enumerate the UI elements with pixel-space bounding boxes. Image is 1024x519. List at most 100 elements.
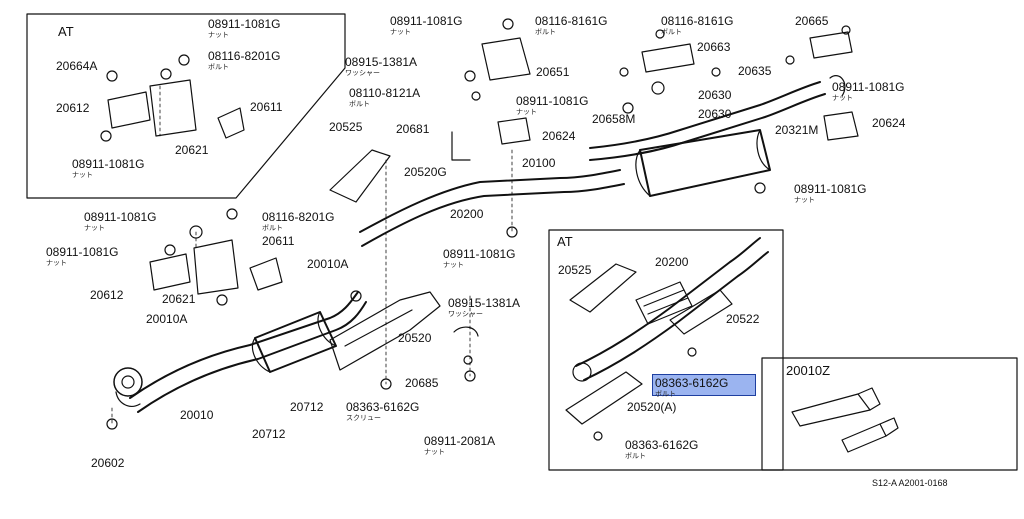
part-label-20525[interactable]: 20525 <box>329 120 363 134</box>
bracket-20663 <box>641 43 695 73</box>
heat-shield-20525 <box>329 149 391 203</box>
part-label-20624[interactable]: 20624 <box>542 129 576 143</box>
part-label-20602[interactable]: 20602 <box>91 456 125 470</box>
part-label-08911-1081g[interactable]: 08911-1081G <box>390 14 463 28</box>
part-label-note: ナット <box>390 28 411 36</box>
part-label-20630[interactable]: 20630 <box>698 88 732 102</box>
part-label-note: ボルト <box>535 28 556 36</box>
kit-tube <box>791 393 871 427</box>
intermediate-pipe <box>359 169 621 233</box>
inset-heat-shield-20520a <box>565 371 643 425</box>
part-label-20630[interactable]: 20630 <box>698 107 732 121</box>
part-label-20520[interactable]: 20520 <box>398 331 432 345</box>
part-label-08915-1381a[interactable]: 08915-1381A <box>345 55 418 69</box>
part-label-note: ボルト <box>655 390 676 398</box>
part-label-note: ナット <box>443 261 464 269</box>
part-label-20200[interactable]: 20200 <box>450 207 484 221</box>
part-label-20658m[interactable]: 20658M <box>592 112 636 126</box>
part-label-08116-8201g[interactable]: 08116-8201G <box>208 49 281 63</box>
kit-box-frame <box>761 357 1018 471</box>
part-label-20611[interactable]: 20611 <box>262 234 295 248</box>
part-label-note: ボルト <box>262 224 283 232</box>
part-label-20663[interactable]: 20663 <box>697 40 731 54</box>
part-label-20100[interactable]: 20100 <box>522 156 556 170</box>
part-label-20010a[interactable]: 20010A <box>307 257 349 271</box>
part-label-08911-2081a[interactable]: 08911-2081A <box>424 434 496 448</box>
part-label-08110-8121a[interactable]: 08110-8121A <box>349 86 421 100</box>
part-label-08363-6162g[interactable]: 08363-6162G <box>625 438 699 452</box>
part-label-note: ナット <box>832 94 853 102</box>
part-label-08911-1081g[interactable]: 08911-1081G <box>208 17 281 31</box>
part-label-08911-1081g[interactable]: 08911-1081G <box>84 210 157 224</box>
bracket-20611-main <box>249 257 283 291</box>
part-label-20664a[interactable]: 20664A <box>56 59 98 73</box>
part-label-20010[interactable]: 20010 <box>180 408 214 422</box>
part-label-20624[interactable]: 20624 <box>872 116 906 130</box>
tailpipe <box>589 81 821 149</box>
part-label-20712[interactable]: 20712 <box>290 400 324 414</box>
part-label-08915-1381a[interactable]: 08915-1381A <box>448 296 521 310</box>
part-label-20681[interactable]: 20681 <box>396 122 430 136</box>
part-label-note: ボルト <box>208 63 229 71</box>
part-label-note: ナット <box>72 171 93 179</box>
part-label-20612[interactable]: 20612 <box>56 101 90 115</box>
part-label-20525[interactable]: 20525 <box>558 263 592 277</box>
at-inset-frame <box>26 13 346 199</box>
part-label-20665[interactable]: 20665 <box>795 14 829 28</box>
part-label-08911-1081g[interactable]: 08911-1081G <box>443 247 516 261</box>
bracket-20611-top <box>217 107 245 139</box>
bracket-20665 <box>809 31 853 59</box>
part-label-20651[interactable]: 20651 <box>536 65 570 79</box>
manifold-flange <box>113 367 143 397</box>
mount-20612-main <box>149 253 191 291</box>
part-label-20520g[interactable]: 20520G <box>404 165 447 179</box>
bracket-20651 <box>481 37 531 81</box>
part-label-note: ナット <box>46 259 67 267</box>
part-label-note: ワッシャー <box>448 310 483 318</box>
part-label-note: ワッシャー <box>345 69 380 77</box>
part-label-note: ナット <box>794 196 815 204</box>
part-label-note: ナット <box>84 224 105 232</box>
inset-flex-joint <box>635 281 693 325</box>
part-label-20520-a-[interactable]: 20520(A) <box>627 400 677 414</box>
front-pipe <box>129 291 359 399</box>
part-label-08363-6162g[interactable]: 08363-6162G <box>346 400 420 414</box>
part-label-20522[interactable]: 20522 <box>726 312 760 326</box>
part-label-08911-1081g[interactable]: 08911-1081G <box>516 94 589 108</box>
at-inset-title: AT <box>58 24 74 39</box>
kit-box-title: 20010Z <box>786 363 831 378</box>
at-inset-bottom-frame <box>548 229 784 471</box>
part-label-20712[interactable]: 20712 <box>252 427 286 441</box>
part-label-20621[interactable]: 20621 <box>175 143 209 157</box>
highlighted-part-label[interactable] <box>652 374 756 396</box>
part-label-20621[interactable]: 20621 <box>162 292 196 306</box>
muffler-body <box>639 129 771 197</box>
part-label-08116-8161g[interactable]: 08116-8161G <box>661 14 734 28</box>
part-label-20200[interactable]: 20200 <box>655 255 689 269</box>
part-label-note: スクリュー <box>346 414 381 422</box>
part-label-20612[interactable]: 20612 <box>90 288 124 302</box>
heat-shield-20520 <box>329 291 441 371</box>
part-label-20010a[interactable]: 20010A <box>146 312 188 326</box>
part-label-08116-8161g[interactable]: 08116-8161G <box>535 14 608 28</box>
inset-heat-shield-20522 <box>669 289 733 335</box>
part-label-20611[interactable]: 20611 <box>250 100 283 114</box>
part-label-note: ボルト <box>661 28 682 36</box>
part-label-08911-1081g[interactable]: 08911-1081G <box>832 80 905 94</box>
catalytic-converter <box>254 311 337 373</box>
part-label-08911-1081g[interactable]: 08911-1081G <box>794 182 867 196</box>
part-label-20635[interactable]: 20635 <box>738 64 772 78</box>
part-label-note: ボルト <box>625 452 646 460</box>
mount-20621-top <box>149 79 197 137</box>
mount-20621-main <box>193 239 239 295</box>
part-label-note: ボルト <box>349 100 370 108</box>
part-label-20685[interactable]: 20685 <box>405 376 439 390</box>
part-label-20321m[interactable]: 20321M <box>775 123 819 137</box>
mount-20612-top <box>107 91 151 129</box>
part-label-08911-1081g[interactable]: 08911-1081G <box>72 157 145 171</box>
part-label-08116-8201g[interactable]: 08116-8201G <box>262 210 335 224</box>
part-label-08911-1081g[interactable]: 08911-1081G <box>46 245 119 259</box>
part-label-08363-6162g[interactable]: 08363-6162G <box>655 376 729 390</box>
